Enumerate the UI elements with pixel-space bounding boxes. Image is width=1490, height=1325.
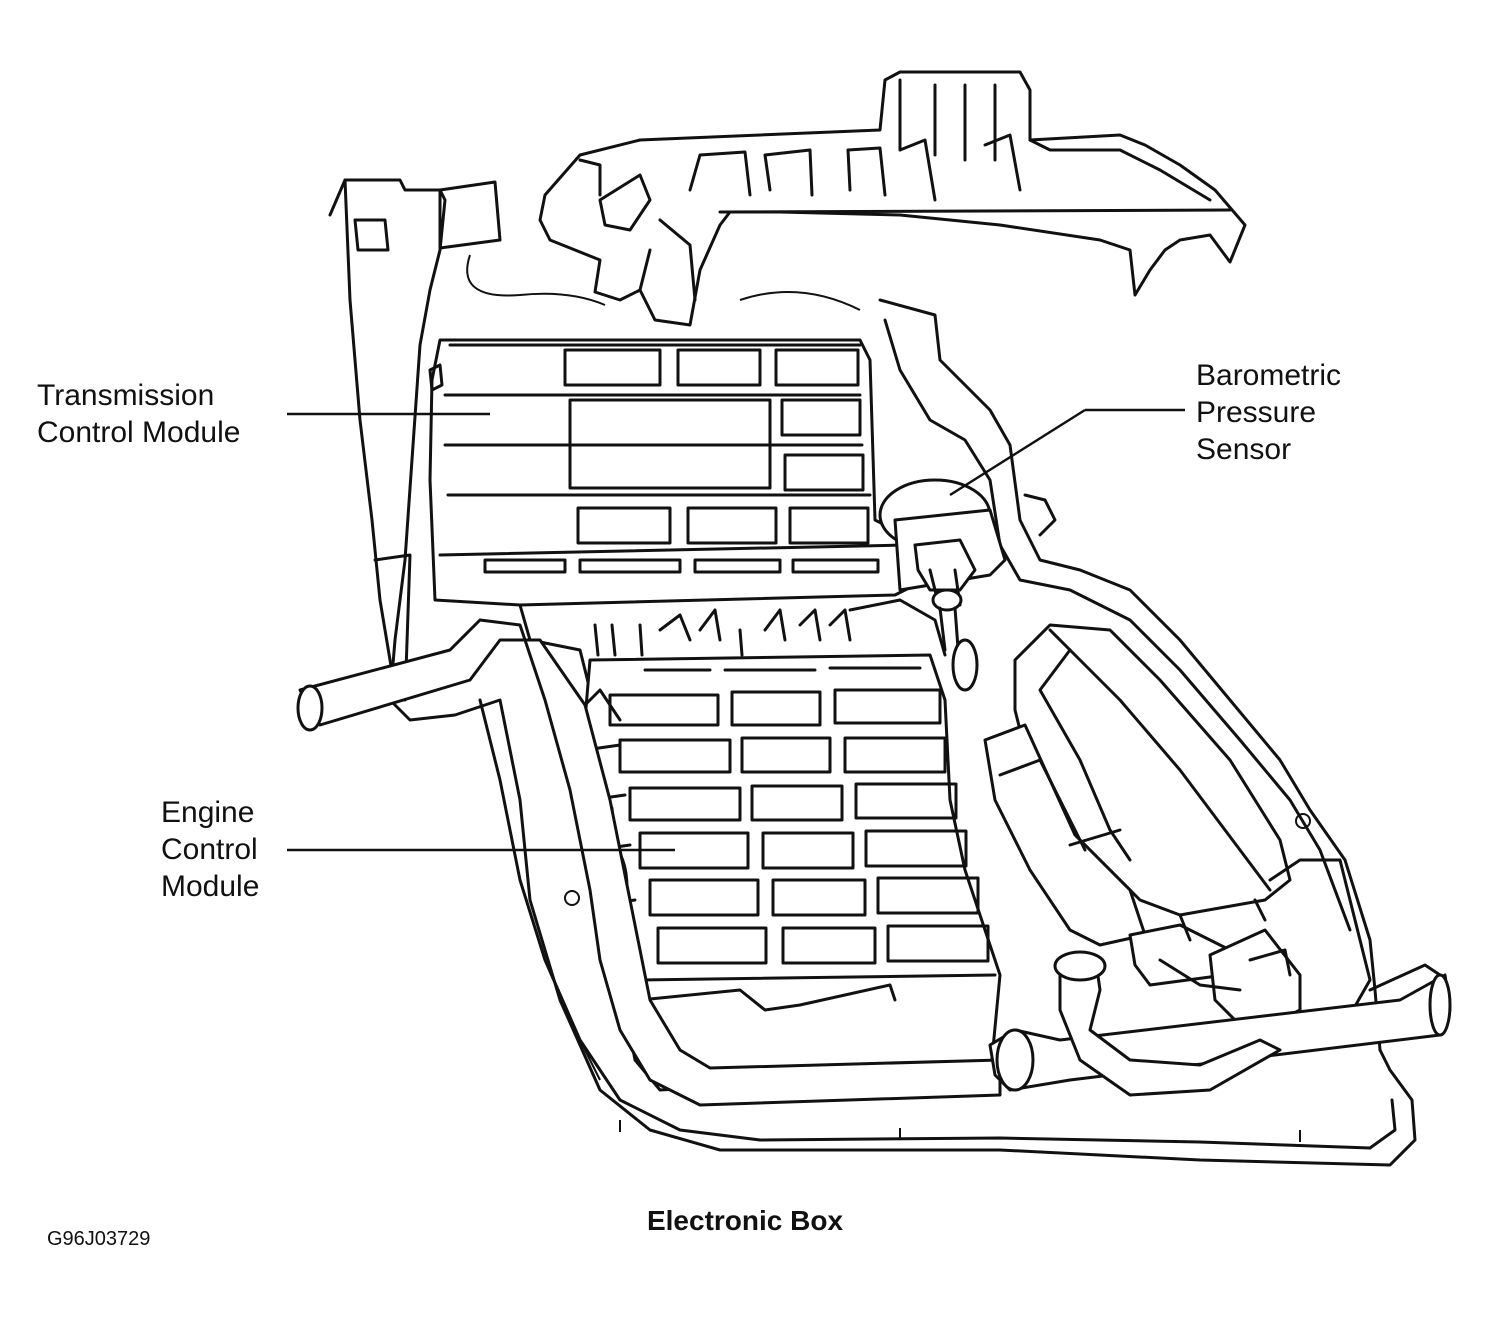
ecm-label-line-1: Engine (161, 796, 255, 829)
baro-label: Barometric Pressure Sensor (1196, 357, 1341, 468)
wiring-harness (296, 618, 1452, 1107)
tcm-label: Transmission Control Module (37, 377, 240, 451)
baro-label-line-2: Pressure (1196, 396, 1317, 429)
baro-label-line-1: Barometric (1196, 359, 1342, 392)
box-lid (538, 70, 1247, 327)
ecm-label-line-2: Control (161, 833, 258, 866)
ecm-label: Engine Control Module (161, 794, 259, 905)
relay-connector-block (983, 623, 1372, 1037)
tcm-label-line-2: Control Module (37, 416, 241, 449)
baro-label-line-3: Sensor (1196, 433, 1292, 466)
ecm-label-line-3: Module (161, 870, 260, 903)
transmission-control-module (428, 338, 917, 607)
box-housing (328, 178, 1417, 1167)
barometric-pressure-sensor (878, 478, 1057, 692)
baro-leader-line-diagonal (949, 408, 1086, 497)
figure-caption: Electronic Box (646, 1205, 844, 1236)
figure-id: G96J03729 (47, 1228, 151, 1250)
tcm-label-line-1: Transmission (37, 379, 215, 412)
